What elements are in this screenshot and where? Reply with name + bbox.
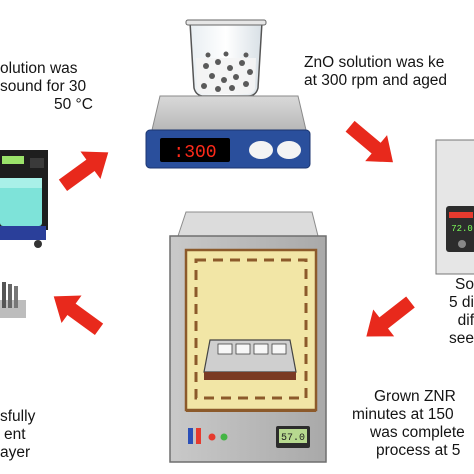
caption-right-line1: So [455, 276, 474, 293]
knob-left [249, 141, 273, 159]
oven: 57.0 [169, 211, 327, 463]
stirrer-display [160, 138, 230, 162]
nanoparticles [201, 51, 253, 92]
knob-right [277, 141, 301, 159]
caption-bottom-right-line1: Grown ZNR [374, 388, 456, 405]
stirrer-display-text: :300 [173, 143, 216, 163]
caption-bottom-left-line1: sfully [0, 408, 36, 425]
caption-right-line4: see [449, 330, 474, 347]
caption-bottom-left-line3: ayer [0, 444, 31, 461]
oven-indicator-blue [188, 428, 193, 444]
arrow-to-stirrer [58, 151, 109, 191]
oven-chamber [184, 248, 318, 412]
sample-rack [0, 282, 26, 318]
caption-bottom-right-line4: process at 5 [376, 442, 461, 459]
temperature-controller: 72.0 [435, 139, 474, 275]
oven-indicator-red [196, 428, 201, 444]
arrow-to-controller [345, 120, 393, 163]
controller-display-text: 72.0 [451, 224, 473, 234]
caption-bottom-right: Grown ZNR minutes at 150 was complete pr… [352, 388, 465, 460]
caption-bottom-left-line2: ent [4, 426, 26, 443]
caption-right-line3: dif [457, 312, 474, 329]
caption-top-left-line2: sound for 30 [0, 78, 87, 95]
caption-top-left: olution was sound for 30 50 °C [0, 60, 93, 114]
caption-bottom-right-line2: minutes at 150 [352, 406, 454, 423]
caption-top-right: ZnO solution was ke at 300 rpm and aged [304, 54, 447, 90]
oven-display-text: 57.0 [281, 433, 305, 444]
arrow-to-rack [53, 295, 104, 335]
caption-right-line2: 5 di [449, 294, 474, 311]
caption-bottom-right-line3: was complete [370, 424, 465, 441]
caption-top-right-line2: at 300 rpm and aged [304, 72, 448, 89]
caption-bottom-left: sfully ent ayer [0, 408, 35, 462]
arrow-to-oven [366, 296, 415, 337]
caption-top-left-line1: olution was [0, 60, 78, 77]
caption-top-left-line3: 50 °C [54, 96, 93, 113]
oven-led-red [208, 433, 216, 441]
caption-top-right-line1: ZnO solution was ke [304, 54, 445, 71]
caption-right: So 5 di dif see [449, 276, 474, 348]
sonicator-device [0, 150, 48, 248]
magnetic-stirrer: :300 [145, 19, 311, 169]
arrows [53, 120, 415, 337]
oven-led-green [220, 433, 228, 441]
